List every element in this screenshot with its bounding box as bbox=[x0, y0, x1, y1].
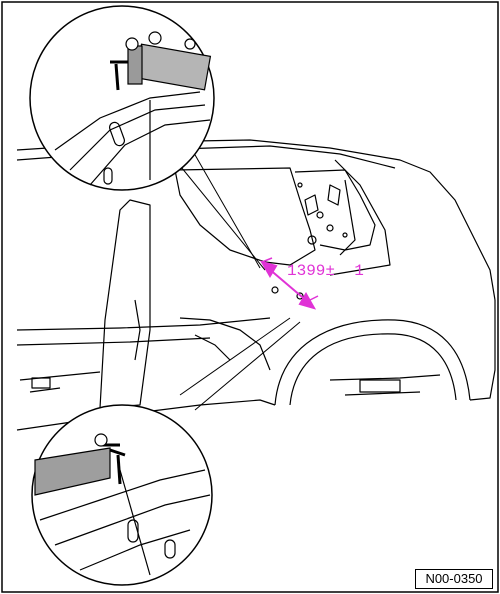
detail-bubble-lower bbox=[31, 317, 301, 586]
tolerance-sign: ± bbox=[325, 262, 336, 280]
dimension-arrow bbox=[259, 257, 319, 310]
dimension-label: 1399± 1 bbox=[287, 262, 364, 280]
vehicle-body-side bbox=[16, 139, 496, 431]
measuring-gauge-lower bbox=[34, 433, 126, 496]
measuring-gauge-upper bbox=[110, 31, 212, 91]
tolerance-value: 1 bbox=[354, 262, 364, 280]
figure-id-label: N00-0350 bbox=[415, 569, 493, 589]
detail-bubble-upper bbox=[29, 5, 266, 271]
dimension-value: 1399 bbox=[287, 262, 326, 280]
